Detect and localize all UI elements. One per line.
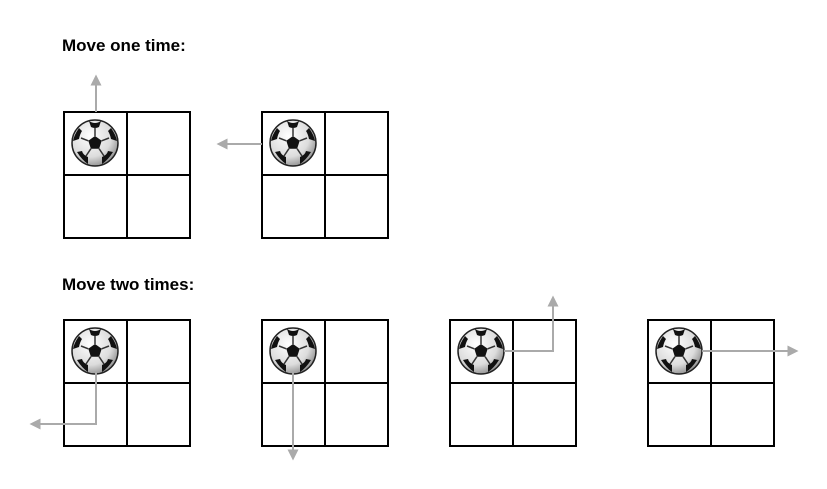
- arrow-down-left: [29, 372, 97, 430]
- grid-move-down-left: [63, 319, 191, 447]
- section-one-title: Move one time:: [62, 36, 186, 55]
- soccer-ball-icon: [71, 119, 119, 167]
- soccer-ball-icon: [269, 327, 317, 375]
- grid-move-right-up: [449, 319, 577, 447]
- grid-move-right-right: [647, 319, 775, 447]
- soccer-ball-icon: [457, 327, 505, 375]
- arrow-right-up: [504, 295, 559, 352]
- soccer-ball-icon: [655, 327, 703, 375]
- grid-move-left: [261, 111, 389, 239]
- grid-move-up: [63, 111, 191, 239]
- section-two-title: Move two times:: [62, 275, 195, 294]
- soccer-ball-icon: [269, 119, 317, 167]
- grid-move-down-down: [261, 319, 389, 447]
- soccer-ball-icon: [71, 327, 119, 375]
